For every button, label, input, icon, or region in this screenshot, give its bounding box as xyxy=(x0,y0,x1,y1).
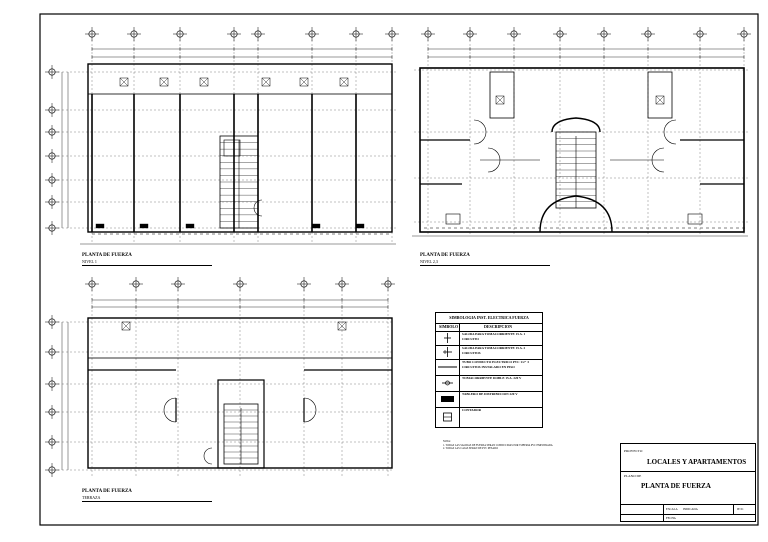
bathroom-fixture xyxy=(121,321,131,331)
door-swing xyxy=(163,397,177,423)
panel-mark xyxy=(355,223,365,229)
notes-heading: NOTA: xyxy=(443,440,451,443)
symbol-legend: SIMBOLOGIA INST. ELECTRICA FUERZA SIMBOL… xyxy=(435,312,543,428)
plan-3-title: PLANTA DE FUERZA xyxy=(82,489,132,494)
stair-core xyxy=(217,379,265,469)
page-number: IE 01 xyxy=(737,507,744,511)
plan-3-subtitle: TERRAZA xyxy=(82,495,101,500)
legend-row: CONTADOR xyxy=(436,407,542,427)
door-swing xyxy=(203,447,213,465)
plan-2-title-underline xyxy=(420,265,550,266)
title-block-vdivider xyxy=(663,504,664,522)
plan-2-outline xyxy=(419,67,745,233)
legend-header: SIMBOLO DESCRIPCION xyxy=(436,323,542,332)
door-swing xyxy=(303,397,317,423)
drawing-line xyxy=(121,321,131,331)
legend-col-symbol: SIMBOLO xyxy=(439,324,459,329)
title-block-vdivider xyxy=(733,504,734,514)
legend-item-text: TUBO CONDUCTO ELECTRICO PVC 1/2" 3 CIRCU… xyxy=(462,360,529,369)
drawing-line xyxy=(299,77,309,87)
legend-item-text: CONTADOR xyxy=(462,408,481,412)
drawing-line xyxy=(495,95,505,105)
double-outlet-symbol-icon xyxy=(443,347,452,357)
legend-row: TOMACORRIENTE DOBLE 15 A. 220 V xyxy=(436,375,542,392)
drawing-line xyxy=(159,77,169,87)
legend-title: SIMBOLOGIA INST. ELECTRICA FUERZA xyxy=(436,313,542,324)
bathroom-fixture xyxy=(339,77,349,87)
door-swing xyxy=(253,199,263,217)
bathroom xyxy=(647,71,673,119)
conduit-symbol-icon xyxy=(438,366,457,368)
title-block-divider xyxy=(621,471,755,472)
bathroom-fixture xyxy=(655,95,665,105)
legend-row: SALIDA PARA TOMACORRIENTE 15 A. 2 CIRCUI… xyxy=(436,345,542,360)
drawing-line xyxy=(199,77,209,87)
counter-box xyxy=(687,213,703,225)
counter-box xyxy=(445,213,461,225)
door-swing xyxy=(473,119,487,145)
legend-item-text: TOMACORRIENTE DOBLE 15 A. 220 V xyxy=(462,376,522,380)
drawing-line xyxy=(655,95,665,105)
legend-item-text: SALIDA PARA TOMACORRIENTE 15 A. 1 CIRCUI… xyxy=(462,332,526,341)
floor-plan-level-1 xyxy=(45,27,399,245)
door-swing xyxy=(663,119,677,145)
panel-mark xyxy=(311,223,321,229)
panel-symbol-icon xyxy=(441,396,454,402)
legend-item-text: TABLERO DE DISTRIBUCION 220 V xyxy=(462,392,518,396)
floor-plan-terrace xyxy=(45,277,395,478)
drawing-line xyxy=(119,77,129,87)
project-name: LOCALES Y APARTAMENTOS xyxy=(647,458,747,466)
scale-value: INDICADA xyxy=(683,507,698,511)
bathroom-fixture xyxy=(159,77,169,87)
title-block-divider xyxy=(621,514,755,515)
notes-line: 2. TODAS LAS CAJAS SERAN DE PVC PESADO xyxy=(443,447,498,450)
bathroom-fixture xyxy=(119,77,129,87)
elevator xyxy=(223,139,241,157)
roof-strip xyxy=(87,317,393,359)
legend-item-text: SALIDA PARA TOMACORRIENTE 15 A. 2 CIRCUI… xyxy=(462,346,526,355)
floor-plan-level-2-3 xyxy=(412,27,751,237)
stair-curve xyxy=(539,195,613,233)
date-label: FECHA xyxy=(666,516,676,520)
bathroom-fixture xyxy=(199,77,209,87)
notes-line: 1. TODAS LAS SALIDAS DE FUERZA SERAN CON… xyxy=(443,443,553,447)
title-block-divider xyxy=(621,504,755,505)
plan-3-title-underline xyxy=(82,501,212,502)
bathroom-fixture xyxy=(299,77,309,87)
legend-col-description: DESCRIPCION xyxy=(484,324,513,329)
single-outlet-symbol-icon xyxy=(444,333,451,343)
plan-1-title: PLANTA DE FUERZA xyxy=(82,253,132,258)
legend-row: TABLERO DE DISTRIBUCION 220 V xyxy=(436,391,542,408)
plan-3-outline xyxy=(87,317,393,469)
title-block: PROYECTO LOCALES Y APARTAMENTOS PLANO DE… xyxy=(620,443,756,522)
bathroom-fixture xyxy=(495,95,505,105)
panel-mark xyxy=(139,223,149,229)
bathroom xyxy=(489,71,515,119)
bathroom-fixture xyxy=(337,321,347,331)
sheet-border xyxy=(39,13,759,526)
bathroom-fixture xyxy=(261,77,271,87)
plan-1-subtitle: NIVEL 1 xyxy=(82,259,97,264)
plan-2-title: PLANTA DE FUERZA xyxy=(420,253,470,258)
plan-2-subtitle: NIVEL 2,3 xyxy=(420,259,438,264)
stair-curve xyxy=(551,117,601,133)
drawing-line xyxy=(337,321,347,331)
sheet-name: PLANTA DE FUERZA xyxy=(641,482,711,490)
scale-label: ESCALA xyxy=(666,507,678,511)
general-notes: NOTA: 1. TODAS LAS SALIDAS DE FUERZA SER… xyxy=(443,440,563,451)
counter-symbol-icon xyxy=(443,412,452,422)
meter-symbol-icon xyxy=(442,380,453,386)
sheet-label: PLANO DE xyxy=(624,474,642,478)
panel-mark xyxy=(95,223,105,229)
legend-row: SALIDA PARA TOMACORRIENTE 15 A. 1 CIRCUI… xyxy=(436,331,542,346)
drawing-line xyxy=(261,77,271,87)
panel-mark xyxy=(185,223,195,229)
service-strip xyxy=(87,63,393,95)
drawing-line xyxy=(339,77,349,87)
project-label: PROYECTO xyxy=(624,449,643,453)
legend-row: TUBO CONDUCTO ELECTRICO PVC 1/2" 3 CIRCU… xyxy=(436,359,542,376)
plan-1-title-underline xyxy=(82,265,212,266)
